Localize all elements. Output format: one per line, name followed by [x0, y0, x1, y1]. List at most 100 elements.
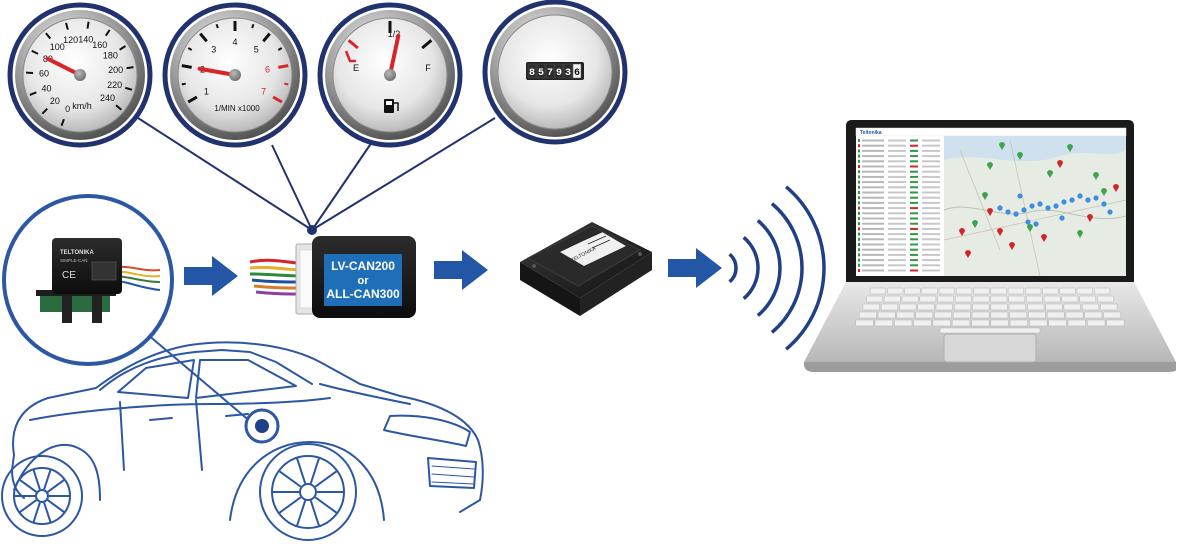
map-vehicle-dot — [1045, 205, 1051, 211]
laptop-row-cell — [922, 155, 940, 158]
laptop-row-cell — [888, 248, 906, 251]
rpm-tick — [262, 32, 271, 43]
gps-tracker-icon: TELTONIKA — [520, 222, 652, 316]
laptop-row-cell — [922, 175, 940, 178]
keyboard-key — [953, 311, 971, 319]
speed-tick-label: 60 — [39, 68, 49, 78]
keyboard-key — [1103, 311, 1121, 319]
keyboard-key — [1094, 287, 1111, 295]
keyboard-key — [955, 295, 972, 303]
keyboard-key — [1028, 311, 1046, 319]
rpm-tick — [181, 64, 192, 69]
can-adapter-line3: ALL-CAN300 — [326, 287, 400, 301]
keyboard-key — [1076, 287, 1093, 295]
laptop-row-cell — [862, 264, 884, 267]
laptop-row-cell — [910, 269, 918, 272]
fuel-half-label: 1/2 — [388, 29, 401, 39]
keyboard-key — [971, 319, 990, 327]
speed-tick-label: 160 — [92, 40, 107, 50]
laptop-row-cell — [888, 139, 906, 142]
laptop-row-status — [858, 149, 860, 153]
keyboard-key — [1087, 319, 1106, 327]
laptop-icon: Teltonika — [804, 120, 1176, 372]
laptop-row-cell — [910, 175, 918, 178]
simple-can-model: SIMPLE-CAN — [60, 258, 88, 263]
wheel-spoke — [278, 470, 302, 488]
signal-arc — [756, 219, 782, 317]
fuel-empty-label: E — [353, 63, 359, 73]
wheel-spoke — [309, 457, 321, 484]
laptop-row-cell — [862, 170, 884, 173]
keyboard-key — [1027, 303, 1045, 311]
map-pin — [1047, 170, 1053, 178]
rpm-minor-tick — [215, 23, 219, 29]
laptop-row-status — [858, 269, 860, 272]
laptop-row-status — [858, 211, 860, 215]
flow-arrows — [184, 248, 722, 296]
keyboard-key — [1042, 287, 1059, 295]
speed-tick — [60, 118, 65, 127]
arrow-2 — [434, 250, 488, 290]
laptop-row-cell — [910, 165, 918, 168]
laptop-row-cell — [910, 233, 918, 236]
laptop-row-cell — [910, 160, 918, 163]
speed-tick — [126, 66, 134, 70]
rpm-tick-label: 7 — [261, 87, 266, 97]
wheel-spoke — [314, 496, 338, 514]
laptop-row-cell — [888, 186, 906, 189]
keyboard-key — [990, 319, 1009, 327]
laptop-row-cell — [922, 201, 940, 204]
laptop-row-cell — [888, 144, 906, 147]
laptop-row-status — [858, 201, 860, 205]
map-vehicle-dot — [1059, 215, 1065, 221]
laptop-row-cell — [862, 160, 884, 163]
map-pin — [987, 208, 993, 216]
map-vehicle-dot — [1021, 207, 1027, 213]
keyboard-key — [917, 303, 935, 311]
speed-tick-label: 240 — [100, 93, 115, 103]
map-pin — [982, 192, 988, 200]
fuel-tick — [421, 39, 433, 50]
map-markers — [959, 142, 1119, 258]
laptop-row-cell — [922, 259, 940, 262]
laptop-row-cell — [888, 253, 906, 256]
laptop-row-status — [858, 263, 860, 267]
laptop-row-status — [858, 139, 860, 142]
car-wheels — [1, 443, 357, 541]
signal-arc — [728, 252, 738, 284]
laptop-row-cell — [862, 238, 884, 241]
laptop-row-status — [858, 237, 860, 241]
laptop-row-cell — [922, 196, 940, 199]
rpm-minor-tick — [277, 47, 283, 51]
keyboard-key — [1025, 287, 1042, 295]
laptop-row-cell — [862, 233, 884, 236]
laptop-row-cell — [922, 160, 940, 163]
speed-tick-label: 120 — [63, 35, 78, 45]
laptop-row-cell — [922, 253, 940, 256]
map-pin — [972, 220, 978, 228]
laptop-row-cell — [910, 144, 918, 147]
laptop-row-cell — [888, 264, 906, 267]
laptop-row-cell — [922, 212, 940, 215]
map-vehicle-dot — [1093, 195, 1099, 201]
speed-tick-label: 200 — [108, 65, 123, 75]
keyboard-key — [990, 287, 1007, 295]
gauge-hub — [74, 69, 86, 81]
can-adapter-line2: or — [358, 275, 370, 287]
odometer-digit-cell — [527, 63, 537, 79]
keyboard-key — [1009, 311, 1027, 319]
odometer-digit: 3 — [565, 68, 571, 79]
laptop-row-cell — [888, 181, 906, 184]
odometer-digit: 8 — [529, 68, 535, 79]
map-vehicle-dot — [1029, 203, 1035, 209]
rpm-tick-label: 5 — [254, 45, 259, 55]
laptop-row-cell — [922, 149, 940, 152]
laptop-row-cell — [922, 248, 940, 251]
keyboard-key — [862, 303, 880, 311]
laptop-row-cell — [910, 238, 918, 241]
laptop-row-cell — [922, 238, 940, 241]
arrow-1 — [184, 256, 238, 296]
wheel-spoke — [47, 499, 66, 514]
laptop-row-status — [858, 227, 860, 231]
keyboard-key — [894, 319, 913, 327]
